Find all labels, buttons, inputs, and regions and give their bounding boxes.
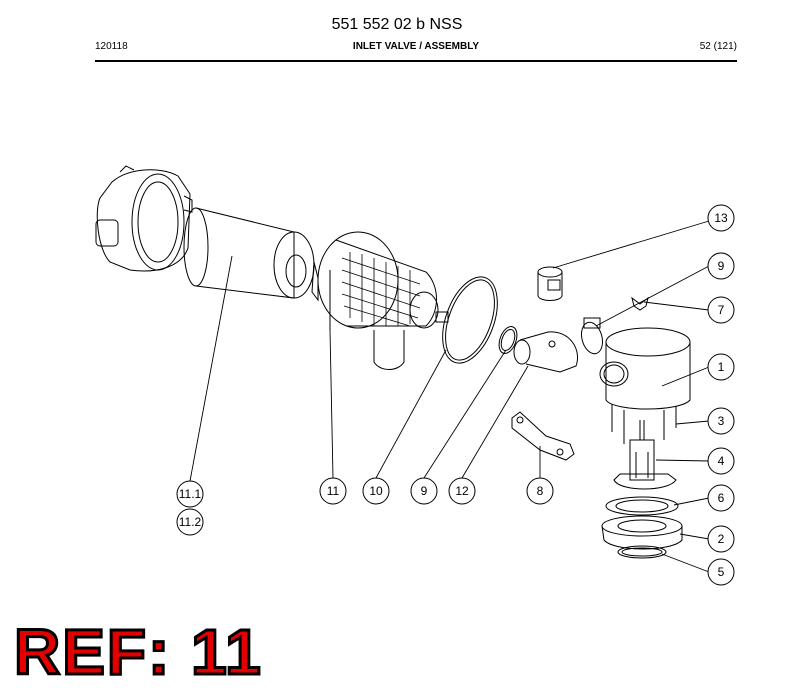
hose-clamp-large-part [435, 276, 498, 364]
bolt-set-part [611, 404, 677, 444]
svg-text:1: 1 [718, 360, 725, 374]
svg-text:11: 11 [327, 484, 340, 498]
header-rule [95, 60, 737, 62]
callout-3: 3 [707, 407, 735, 435]
svg-text:4: 4 [718, 454, 725, 468]
page-number: 52 (121) [699, 41, 737, 52]
svg-text:8: 8 [537, 484, 544, 498]
reference-label: REF: 11 [13, 616, 263, 688]
hose-clamp-upper-part [580, 317, 604, 355]
svg-text:3: 3 [718, 414, 725, 428]
svg-text:5: 5 [718, 565, 725, 579]
callout-1: 1 [707, 353, 735, 381]
elbow-hose-part [513, 331, 578, 373]
valve-piston-part [613, 420, 677, 490]
callouts: 13 9 7 1 3 4 6 2 [176, 204, 735, 586]
hose-clamp-small-part [498, 326, 518, 354]
callout-9-upper: 9 [707, 252, 735, 280]
callout-2: 2 [707, 525, 735, 553]
svg-text:9: 9 [718, 259, 725, 273]
callout-11: 11 [319, 477, 347, 505]
valve-body-part [599, 327, 691, 410]
flange-part [601, 515, 683, 550]
callout-5: 5 [707, 558, 735, 586]
svg-text:10: 10 [369, 484, 383, 498]
svg-text:12: 12 [455, 484, 469, 498]
gasket-part [605, 496, 679, 516]
callout-11-1: 11.1 [176, 480, 204, 508]
bracket-part [511, 411, 575, 461]
filter-element-part [183, 207, 315, 299]
callout-8: 8 [526, 477, 554, 505]
callout-4: 4 [707, 447, 735, 475]
callout-10: 10 [362, 477, 390, 505]
callout-6: 6 [707, 484, 735, 512]
housing-cap-part [95, 165, 193, 272]
callout-11-2: 11.2 [176, 508, 204, 536]
callout-9-lower: 9 [410, 477, 438, 505]
o-ring-part [617, 545, 667, 559]
document-code: 120118 [95, 41, 128, 52]
callout-7: 7 [707, 296, 735, 324]
callout-13: 13 [707, 204, 735, 232]
svg-text:9: 9 [421, 484, 428, 498]
svg-text:6: 6 [718, 491, 725, 505]
svg-text:11.1: 11.1 [179, 487, 202, 501]
document-number: 551 552 02 b NSS [331, 16, 463, 33]
svg-text:11.2: 11.2 [179, 515, 202, 529]
filter-housing-part [311, 231, 439, 370]
svg-text:7: 7 [718, 303, 725, 317]
page-title: INLET VALVE / ASSEMBLY [352, 41, 480, 52]
leader-lines [189, 220, 710, 573]
svg-text:2: 2 [718, 532, 725, 546]
svg-text:13: 13 [714, 211, 728, 225]
callout-12: 12 [448, 477, 476, 505]
cap-part [537, 266, 563, 301]
